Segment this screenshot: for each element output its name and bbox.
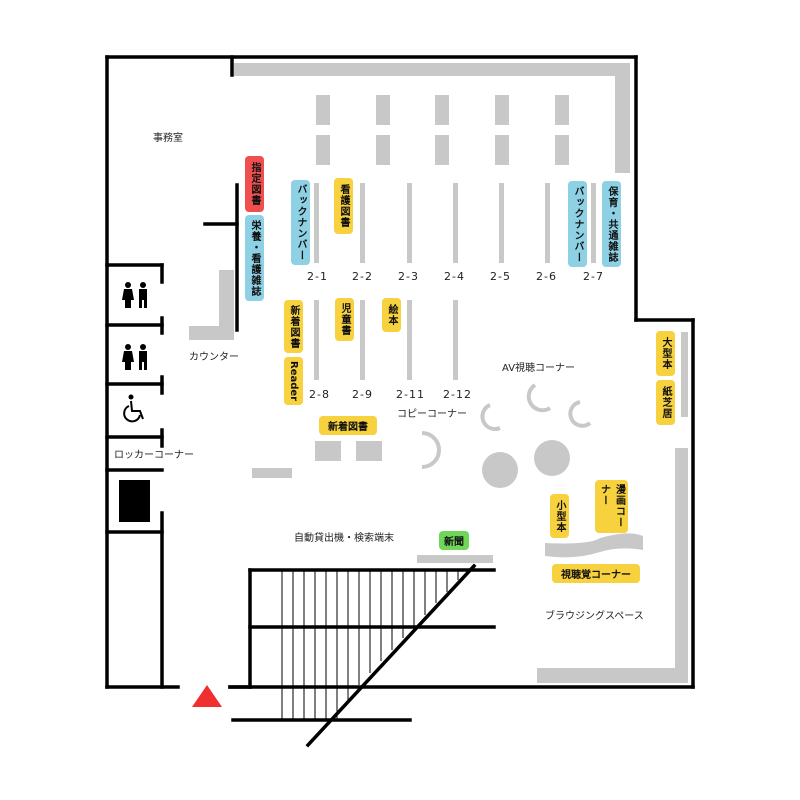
tag-designated: 指定図書 — [245, 156, 264, 212]
tag-large: 大型本 — [656, 331, 675, 376]
stairs — [281, 570, 459, 720]
tag-small: 小型本 — [550, 494, 569, 538]
tag-newbooks-v: 新着図書 — [284, 300, 303, 353]
room-counter: カウンター — [189, 352, 239, 363]
shelf-number: 2-8 — [309, 388, 330, 401]
room-selfcheck: 自動貸出機・検索端末 — [294, 533, 394, 544]
shelf-number: 2-1 — [307, 270, 328, 283]
shelf-number: 2-9 — [352, 388, 373, 401]
tag-children: 児童書 — [335, 298, 354, 341]
shelf-number: 2-11 — [396, 388, 425, 401]
tag-picture: 絵本 — [382, 298, 401, 332]
tag-backnumber-2: バックナンバー — [568, 181, 587, 267]
room-office: 事務室 — [153, 133, 183, 144]
shelf-number: 2-3 — [398, 270, 419, 283]
wheelchair-icon — [123, 394, 144, 423]
room-browsing: ブラウジングスペース — [545, 611, 644, 622]
tag-nutrition: 栄養・看護雑誌 — [245, 215, 264, 301]
tag-newbooks-h: 新着図書 — [319, 416, 377, 435]
tag-childcare: 保育・共通雑誌 — [602, 181, 621, 267]
tag-nursing: 看護図書 — [334, 178, 353, 234]
entrance-marker-icon — [192, 685, 222, 707]
tag-av-corner: 視聴覚コーナー — [552, 564, 640, 583]
shelves — [189, 63, 688, 683]
room-copy: コピーコーナー — [397, 409, 467, 420]
tag-backnumber-1: バックナンバー — [291, 180, 310, 265]
shelf-number: 2-2 — [352, 270, 373, 283]
locker-block — [119, 480, 150, 522]
shelf-number: 2-12 — [443, 388, 472, 401]
walls — [105, 55, 695, 748]
shelf-number: 2-6 — [536, 270, 557, 283]
restroom-icon — [122, 344, 147, 370]
restroom-icon — [122, 282, 147, 308]
room-av: AV視聴コーナー — [502, 363, 576, 374]
tag-newspaper: 新聞 — [439, 531, 469, 550]
shelf-number: 2-7 — [583, 270, 604, 283]
tag-manga: 漫画コーナー — [595, 480, 628, 533]
tag-reader: Reader — [284, 357, 303, 405]
room-locker: ロッカーコーナー — [114, 450, 194, 461]
shelf-number: 2-5 — [490, 270, 511, 283]
chairs — [421, 383, 592, 469]
tag-kamishibai: 紙芝居 — [656, 380, 675, 425]
shelf-number: 2-4 — [444, 270, 465, 283]
